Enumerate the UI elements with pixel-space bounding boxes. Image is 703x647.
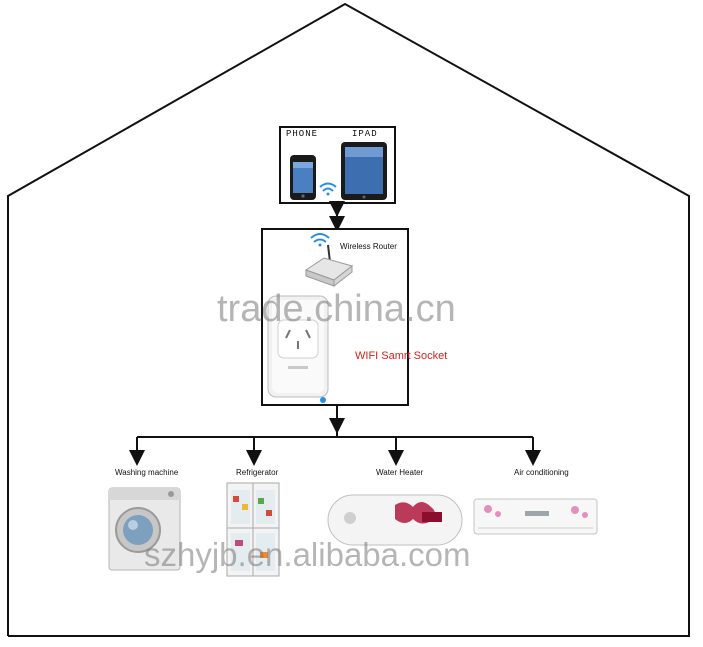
refrigerator-icon xyxy=(226,482,280,577)
smart-socket-icon xyxy=(267,295,329,403)
router-icon xyxy=(304,244,354,288)
router-wifi-icon xyxy=(310,233,330,247)
ipad-label: IPAD xyxy=(352,129,378,139)
water-heater-label: Water Heater xyxy=(376,468,424,477)
washing-machine-icon xyxy=(108,487,181,571)
house-outline xyxy=(7,2,690,637)
router-label: Wireless Router xyxy=(340,242,397,251)
water-heater-icon xyxy=(327,494,463,546)
ipad-icon xyxy=(341,142,387,200)
air-conditioning-label: Air conditioning xyxy=(514,468,569,477)
watermark-bottom: szhyjb.en.alibaba.com xyxy=(144,536,471,573)
wifi-icon xyxy=(319,182,337,196)
watermark-center: trade.china.cn xyxy=(217,288,456,330)
washing-machine-label: Washing machine xyxy=(115,468,179,477)
phone-label: PHONE xyxy=(286,129,319,139)
socket-label: WIFI Samrt Socket xyxy=(355,350,448,362)
refrigerator-label: Refrigerator xyxy=(236,468,279,477)
phone-icon xyxy=(290,155,316,200)
air-conditioner-icon xyxy=(473,498,598,535)
